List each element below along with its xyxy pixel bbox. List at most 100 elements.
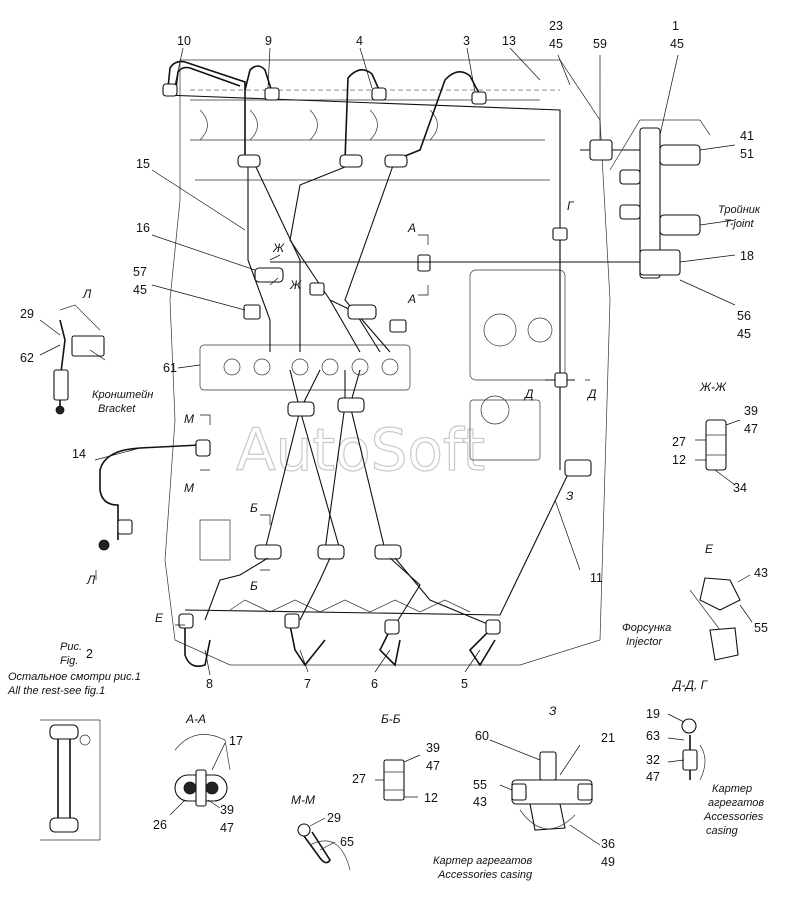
callout-47-b: 47 (646, 770, 660, 784)
callout-45-c: 45 (133, 283, 147, 297)
callout-55-a: 55 (754, 621, 768, 635)
detail-d-d-g (667, 713, 706, 781)
callout-45-d: 45 (737, 327, 751, 341)
detail-a-a (169, 734, 231, 816)
callout-6: 6 (371, 677, 378, 691)
callout-8: 8 (206, 677, 213, 691)
detail-m-m (297, 817, 351, 871)
rest-note-ru: Остальное смотри рис.1 (8, 671, 141, 683)
callout-39-c: 39 (426, 741, 440, 755)
engine-block-outline (164, 59, 611, 666)
section-l-detail: Л (82, 287, 92, 301)
injector-label-ru: Форсунка (622, 622, 671, 634)
casing-label-en: Accessories casing (437, 869, 533, 881)
section-m-bottom: М (184, 481, 194, 495)
callout-18: 18 (740, 249, 754, 263)
callout-21: 21 (601, 731, 615, 745)
callout-45-b: 45 (670, 37, 684, 51)
bracket-label-ru: Кронштейн (92, 389, 153, 401)
callout-47-a: 47 (744, 422, 758, 436)
callout-26: 26 (153, 818, 167, 832)
callout-34: 34 (733, 481, 747, 495)
view-title-d-d-g: Д-Д, Г (671, 678, 709, 692)
callout-14: 14 (72, 447, 86, 461)
callout-27-a: 27 (672, 435, 686, 449)
casing2-label-en-2: casing (706, 825, 739, 837)
callout-61: 61 (163, 361, 177, 375)
tee-label-en: T-joint (724, 218, 754, 230)
detail-rail-left (40, 719, 101, 841)
callout-47-d: 47 (426, 759, 440, 773)
t-joint-assembly (417, 119, 736, 279)
fig-label-ru: Рис. (60, 641, 82, 653)
detail-bracket-l (39, 304, 106, 415)
casing2-label-en-1: Accessories (703, 811, 764, 823)
callout-numbers: 10 9 4 3 13 23 45 59 1 45 41 51 15 16 57… (20, 19, 768, 869)
callout-12-b: 12 (424, 791, 438, 805)
section-markers (95, 234, 590, 626)
callout-5: 5 (461, 677, 468, 691)
callout-39-a: 39 (744, 404, 758, 418)
callout-55-b: 55 (473, 778, 487, 792)
callout-23: 23 (549, 19, 563, 33)
detail-z (489, 739, 601, 846)
tee-label-ru: Тройник (718, 204, 761, 216)
bracket-label-en: Bracket (98, 403, 136, 415)
callout-10: 10 (177, 34, 191, 48)
left-return-pipe (98, 439, 211, 551)
callout-59: 59 (593, 37, 607, 51)
callout-56: 56 (737, 309, 751, 323)
casing2-label-ru-2: агрегатов (708, 797, 764, 809)
callout-65: 65 (340, 835, 354, 849)
section-b-top: Б (250, 501, 258, 515)
section-zh-bottom: Ж (289, 278, 302, 292)
section-e: Е (155, 611, 164, 625)
view-title-a-a: А-А (185, 712, 206, 726)
fig-label-en: Fig. (60, 655, 78, 667)
text-labels: Тройник T-joint Кронштейн Bracket Форсун… (7, 204, 764, 881)
view-title-zh-zh: Ж-Ж (699, 380, 727, 394)
callout-39-b: 39 (220, 803, 234, 817)
injector-label-en: Injector (626, 636, 663, 648)
rest-note-en: All the rest-see fig.1 (7, 685, 105, 697)
detail-zh-zh (695, 419, 741, 486)
casing-label-ru: Картер агрегатов (433, 855, 533, 867)
callout-36: 36 (601, 837, 615, 851)
view-title-b-b: Б-Б (381, 712, 401, 726)
section-z: З (566, 489, 574, 503)
callout-41: 41 (740, 129, 754, 143)
view-title-e: Е (705, 542, 714, 556)
callout-27-b: 27 (352, 772, 366, 786)
callout-43-a: 43 (754, 566, 768, 580)
section-a-bottom: А (407, 292, 416, 306)
callout-16: 16 (136, 221, 150, 235)
callout-1: 1 (672, 19, 679, 33)
section-l-main: Л (86, 573, 96, 587)
callout-47-c: 47 (220, 821, 234, 835)
callout-60: 60 (475, 729, 489, 743)
callout-49: 49 (601, 855, 615, 869)
callout-63: 63 (646, 729, 660, 743)
callout-29: 29 (20, 307, 34, 321)
section-b-bottom: Б (250, 579, 258, 593)
section-d-left: Д (523, 387, 534, 401)
leader-lines (94, 47, 736, 676)
callout-29-b: 29 (327, 811, 341, 825)
callout-15: 15 (136, 157, 150, 171)
callout-3: 3 (463, 34, 470, 48)
callout-13: 13 (502, 34, 516, 48)
section-d-right: Д (586, 387, 597, 401)
return-line (270, 227, 640, 470)
callout-62: 62 (20, 351, 34, 365)
callout-4: 4 (356, 34, 363, 48)
section-letters: А А Г Д Д Ж Ж М М Б Б З Е Л Л (82, 199, 597, 625)
callout-32: 32 (646, 753, 660, 767)
callout-57: 57 (133, 265, 147, 279)
section-zh-top: Ж (272, 241, 285, 255)
section-g: Г (567, 199, 575, 213)
callout-17: 17 (229, 734, 243, 748)
detail-e-injector (689, 574, 753, 661)
top-high-pressure-pipes (164, 60, 561, 400)
casing2-label-ru-1: Картер (712, 783, 752, 795)
